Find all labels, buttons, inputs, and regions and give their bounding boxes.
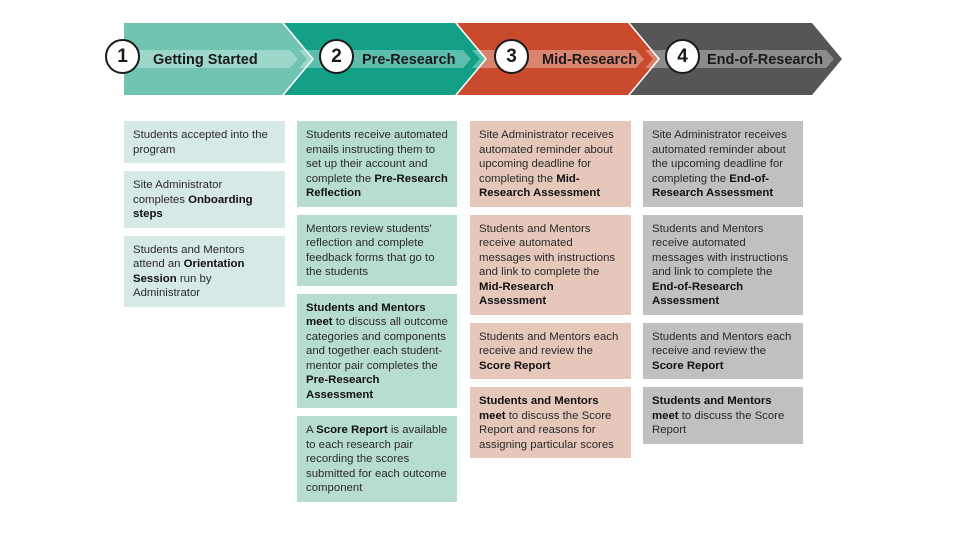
step-text: Onboarding steps [133, 193, 253, 221]
step-text: Mid-Research Assessment [479, 172, 601, 200]
step-text: Students and Mentors receive automated m… [652, 222, 789, 279]
stage-2-title: Pre-Research [362, 52, 456, 68]
stage-4-number-badge: 4 [665, 39, 700, 74]
stage-2-step-card: A Score Report is available to each rese… [297, 416, 457, 502]
step-text: Orientation Session [133, 258, 245, 285]
stage-3-number-badge: 3 [494, 39, 529, 74]
step-text: to discuss the Score Report [652, 409, 785, 437]
stage-4-step-card: Students and Mentors receive automated m… [643, 214, 803, 315]
stage-1-chevron [124, 23, 312, 95]
stage-2-step-card: Students and Mentors meet to discuss all… [297, 293, 457, 408]
step-text: is available to each research pair recor… [306, 424, 448, 494]
step-text: End-of-Research Assessment [652, 172, 774, 200]
step-text: Students and Mentors receive automated m… [479, 222, 616, 279]
step-text: A [306, 424, 317, 436]
step-text: Site Administrator receives automated re… [479, 129, 614, 185]
step-text: Students accepted into the program [133, 129, 268, 156]
stage-4-step-card: Site Administrator receives automated re… [643, 121, 803, 207]
stage-3-step-card: Students and Mentors receive automated m… [470, 214, 631, 315]
stage-2-number-badge: 2 [319, 39, 354, 74]
step-text: Students and Mentors attend an [133, 243, 245, 271]
step-text: Score Report [652, 359, 724, 372]
step-text: to discuss all outcome categories and co… [306, 316, 448, 372]
stage-3-title: Mid-Research [542, 52, 638, 68]
stage-1-number-badge: 1 [105, 39, 140, 74]
stage-3-column: Site Administrator receives automated re… [470, 121, 631, 466]
step-text: Students and Mentors meet [479, 395, 599, 422]
step-text: Students and Mentors meet [306, 301, 426, 329]
step-text: to discuss the Score Report and reasons … [479, 409, 614, 451]
step-text: run by Administrator [133, 272, 212, 300]
step-text: Students and Mentors meet [652, 395, 772, 422]
step-text: Students and Mentors each receive and re… [652, 330, 792, 358]
stage-1-step-card: Students accepted into the program [124, 121, 285, 163]
stage-1-band [124, 50, 298, 68]
step-text: Mentors review students' reflection and … [306, 222, 435, 279]
step-text: Score Report [316, 424, 388, 436]
stage-4-step-card: Students and Mentors each receive and re… [643, 322, 803, 379]
stage-3-step-card: Students and Mentors meet to discuss the… [470, 387, 631, 458]
step-text: Pre-Research Assessment [306, 374, 380, 401]
step-text: Site Administrator receives automated re… [652, 129, 787, 185]
stage-2-step-card: Mentors review students' reflection and … [297, 214, 457, 286]
step-text: Site Administrator completes [133, 179, 223, 206]
stage-4-step-card: Students and Mentors meet to discuss the… [643, 387, 803, 444]
step-text: Score Report [479, 359, 551, 372]
stage-1-step-card: Site Administrator completes Onboarding … [124, 171, 285, 228]
step-text: End-of-Research Assessment [652, 280, 744, 308]
stage-4-title: End-of-Research [707, 52, 824, 68]
stage-4-column: Site Administrator receives automated re… [643, 121, 803, 452]
stage-2-step-card: Students receive automated emails instru… [297, 121, 457, 207]
step-text: Mid-Research Assessment [479, 280, 554, 308]
step-text: Pre-Research Reflection [306, 172, 448, 200]
stage-3-step-card: Site Administrator receives automated re… [470, 121, 631, 207]
step-text: Students receive automated emails instru… [306, 129, 448, 185]
stage-2-column: Students receive automated emails instru… [297, 121, 457, 510]
stage-1-title: Getting Started [153, 52, 258, 68]
stage-1-step-card: Students and Mentors attend an Orientati… [124, 235, 285, 307]
stage-3-step-card: Students and Mentors each receive and re… [470, 322, 631, 379]
step-text: Students and Mentors each receive and re… [479, 330, 619, 358]
